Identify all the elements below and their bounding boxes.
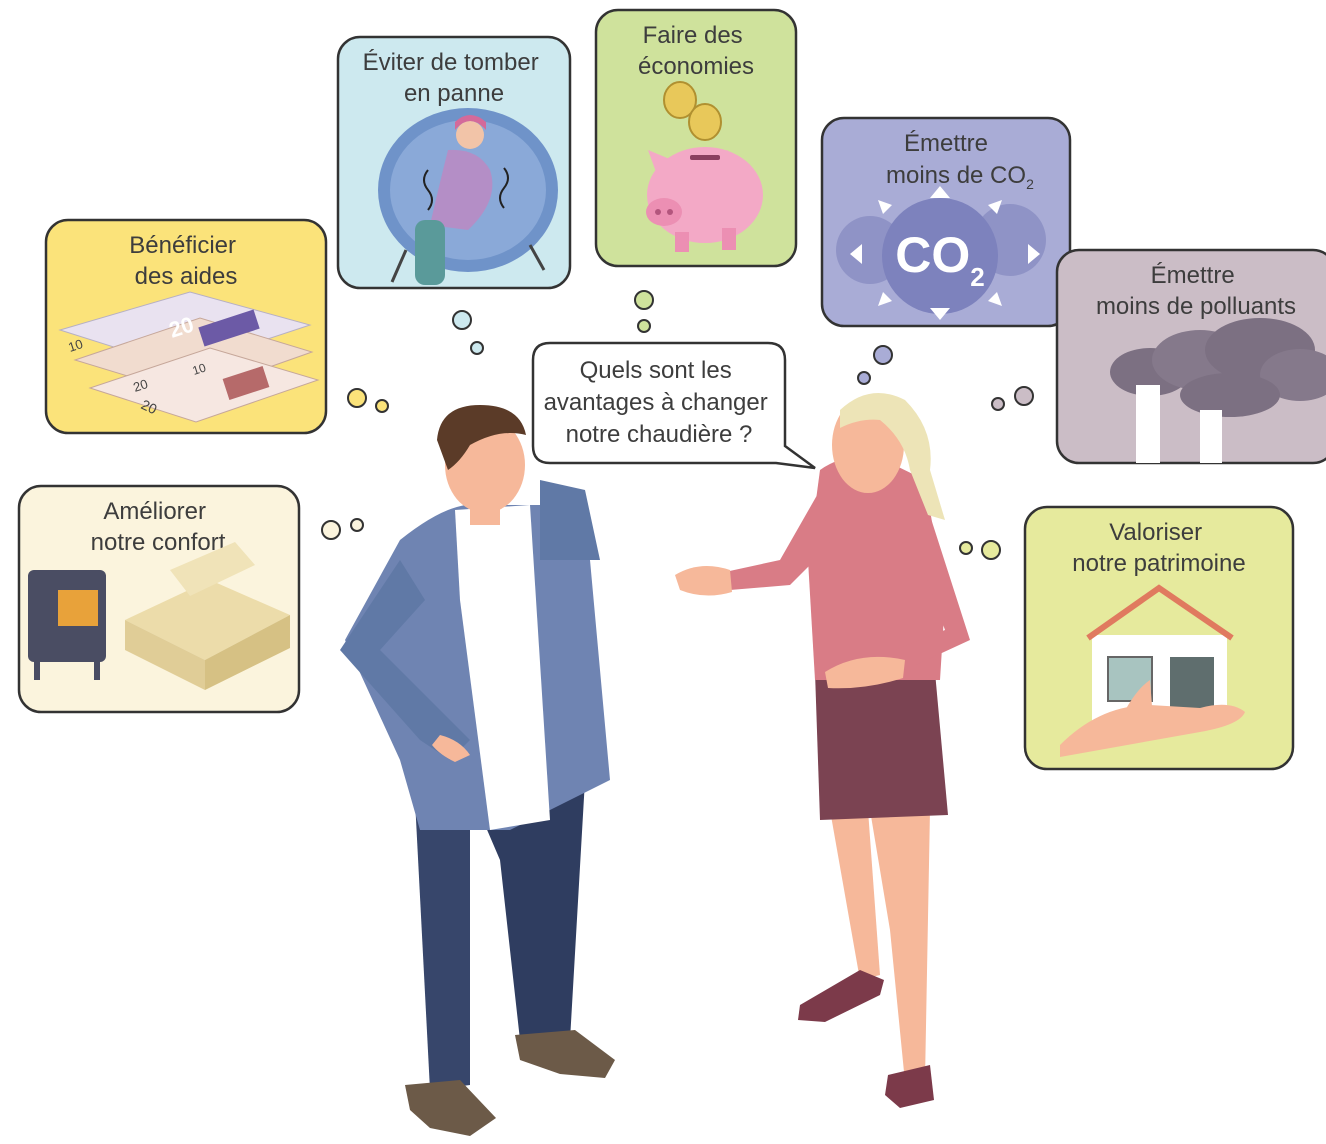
thought-economies: Faire des économies <box>594 8 798 333</box>
patrimoine-line-1: Valoriser <box>1109 519 1202 546</box>
co2-line-2-sub: 2 <box>1026 176 1034 192</box>
banknote-number-2: 10 <box>66 336 84 355</box>
svg-text:Éviter de tomber en pann: Éviter de tomber en panne <box>363 49 546 107</box>
speech-bubble: Quels sont les avantages à changer notre… <box>531 341 816 470</box>
stove-sofa-icon <box>28 542 290 690</box>
polluants-line-1: Émettre <box>1151 262 1235 289</box>
svg-text:Faire des économies: Faire des économies <box>638 22 754 80</box>
speech-line-3: notre chaudière ? <box>566 421 753 448</box>
speech-line-1: Quels sont les <box>580 357 732 384</box>
panne-line-2: en panne <box>404 80 504 107</box>
confort-line-1: Améliorer <box>103 498 206 525</box>
aides-line-2: des aides <box>135 263 238 290</box>
thought-co2: Émettre moins de CO2 CO2 <box>820 116 1072 385</box>
thought-panne: Éviter de tomber en panne <box>336 35 572 355</box>
svg-text:Valoriser notre patrimoi: Valoriser notre patrimoine <box>1072 519 1245 577</box>
thought-confort: Améliorer notre confort <box>17 484 364 714</box>
svg-text:CO2: CO2 <box>895 227 984 292</box>
svg-text:Améliorer notre confort: Améliorer notre confort <box>91 498 226 556</box>
cold-woman-icon <box>378 108 558 285</box>
man-figure <box>340 405 615 1136</box>
house-in-hand-icon <box>1060 584 1245 757</box>
svg-text:Émettre moins de polluan: Émettre moins de polluants <box>1096 262 1296 320</box>
economies-line-2: économies <box>638 53 754 80</box>
co2-big-text: CO <box>895 227 970 283</box>
economies-line-1: Faire des <box>643 22 743 49</box>
banknotes-icon: 20 10 20 20 10 <box>58 291 320 423</box>
co2-line-1: Émettre <box>904 130 988 157</box>
co2-molecule-icon: CO2 <box>836 186 1046 320</box>
svg-text:Quels sont les avantages: Quels sont les avantages à changer notre… <box>544 357 775 448</box>
banknote-number-3: 20 <box>131 376 149 395</box>
speech-line-2: avantages à changer <box>544 389 768 416</box>
thought-polluants: Émettre moins de polluants <box>991 248 1326 465</box>
aides-line-1: Bénéficier <box>129 232 236 259</box>
piggy-bank-icon <box>646 81 763 252</box>
confort-line-2: notre confort <box>91 529 226 556</box>
thought-patrimoine: Valoriser notre patrimoine <box>959 505 1295 771</box>
banknote-number-4: 20 <box>139 396 160 417</box>
thought-aides: Bénéficier des aides 20 10 20 20 10 <box>44 218 389 435</box>
banknote-number-5: 10 <box>191 360 208 378</box>
svg-text:Bénéficier des aides: Bénéficier des aides <box>129 232 242 290</box>
co2-line-2: moins de CO <box>886 162 1026 189</box>
patrimoine-line-2: notre patrimoine <box>1072 550 1245 577</box>
co2-big-sub: 2 <box>970 262 984 292</box>
panne-line-1: Éviter de tomber <box>363 49 539 76</box>
factory-smoke-icon <box>1110 318 1326 463</box>
polluants-line-2: moins de polluants <box>1096 293 1296 320</box>
svg-text:moins de CO2: moins de CO2 <box>886 162 1034 192</box>
woman-figure <box>675 392 970 1108</box>
